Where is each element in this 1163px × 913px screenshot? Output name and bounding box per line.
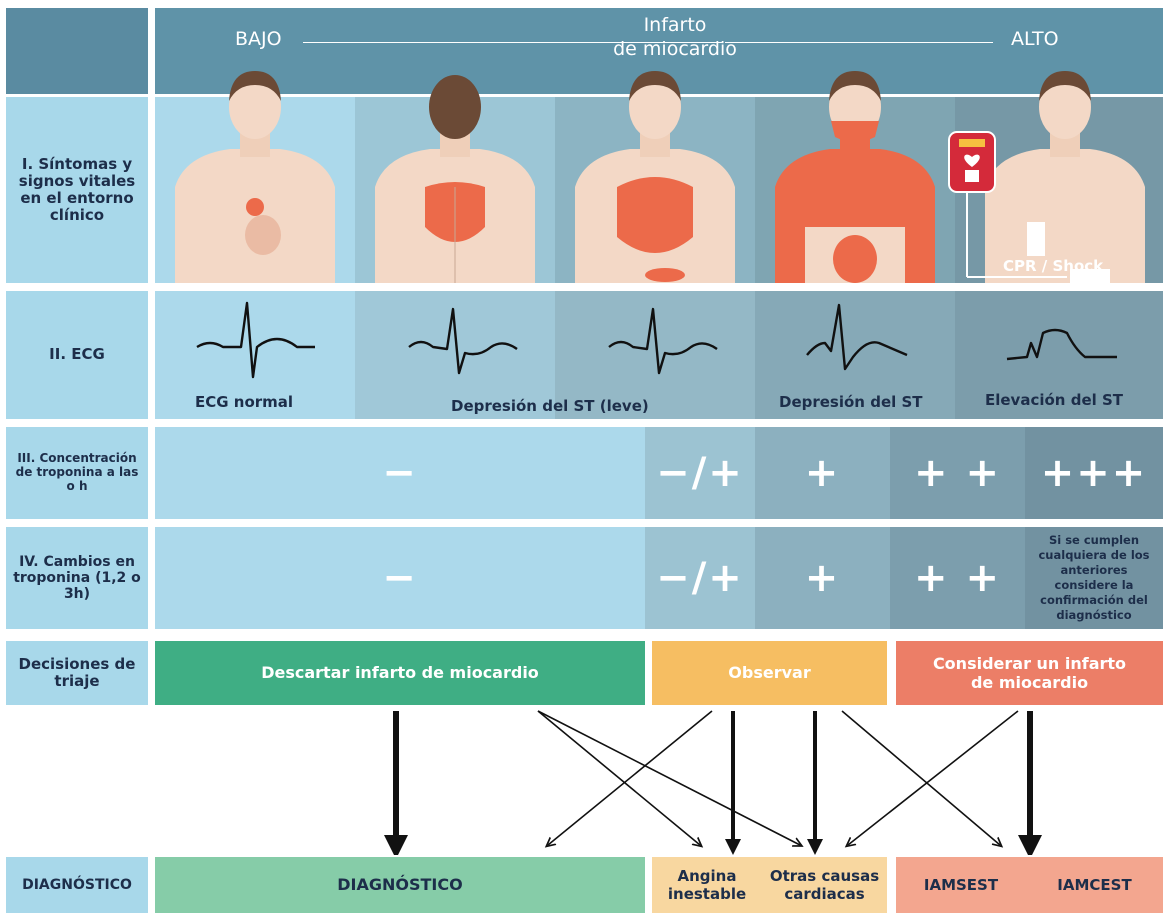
row-label-ecg: II. ECG <box>6 291 148 419</box>
diagnosis-unstable-angina: Angina inestable <box>652 857 762 913</box>
patient-defibrillator-icon <box>949 71 1145 283</box>
row-label-diagnosis: DIAGNÓSTICO <box>6 857 148 913</box>
diagnosis-stemi: IAMCEST <box>1026 857 1163 913</box>
patient-chest-pain-icon <box>175 71 335 283</box>
ecg-st-mild-trace-2 <box>609 309 717 373</box>
changes-note: Si se cumplen cualquiera de los anterior… <box>1025 527 1163 629</box>
patient-widespread-pain-icon <box>775 71 935 283</box>
changes-value-3: + <box>755 527 890 629</box>
changes-value-4: + + <box>890 527 1025 629</box>
diagnosis-other-causes: Otras causas cardiacas <box>762 857 887 913</box>
troponin-value-5: +++ <box>1025 427 1163 519</box>
triage-observe: Observar <box>652 641 887 705</box>
ecg-st-mild-label: Depresión del ST (leve) <box>451 397 649 415</box>
ecg-panel: ECG normal Depresión del ST (leve) Depre… <box>155 291 1163 419</box>
ecg-st-mild-trace <box>409 309 517 373</box>
patient-chest-arm-pain-icon <box>575 71 735 283</box>
row-label-changes: IV. Cambios en troponina (1,2 o 3h) <box>6 527 148 629</box>
header-title-line1: Infarto <box>615 14 735 36</box>
cpr-shock-label: CPR / Shock <box>1003 257 1103 275</box>
changes-value-1: − <box>155 527 645 629</box>
ecg-st-elevation-trace <box>1007 330 1117 359</box>
corner-cell <box>6 8 148 94</box>
row-label-triage: Decisiones de triaje <box>6 641 148 705</box>
ecg-normal-trace <box>197 303 315 377</box>
row-label-symptoms: I. Síntomas y signos vitales en el entor… <box>6 97 148 283</box>
row-label-troponin: III. Concentración de troponina a las o … <box>6 427 148 519</box>
changes-panel: − −/+ + + + Si se cumplen cualquiera de … <box>155 527 1163 629</box>
troponin-panel: − −/+ + + + +++ <box>155 427 1163 519</box>
patient-back-pain-icon <box>375 75 535 283</box>
symptoms-panel: CPR / Shock <box>155 97 1163 283</box>
changes-value-2: −/+ <box>645 527 755 629</box>
ecg-st-elevation-label: Elevación del ST <box>985 391 1123 409</box>
patient-figures <box>155 37 1163 283</box>
troponin-value-1: − <box>155 427 645 519</box>
diagnosis-nstemi: IAMSEST <box>896 857 1026 913</box>
triage-consider: Considerar un infarto de miocardio <box>896 641 1163 705</box>
ecg-st-depression-label: Depresión del ST <box>779 393 923 411</box>
diagnosis-main: DIAGNÓSTICO <box>155 857 645 913</box>
triage-rule-out: Descartar infarto de miocardio <box>155 641 645 705</box>
triage-arrows <box>0 705 1163 855</box>
troponin-value-4: + + <box>890 427 1025 519</box>
troponin-value-3: + <box>755 427 890 519</box>
ecg-normal-label: ECG normal <box>195 393 293 411</box>
troponin-value-2: −/+ <box>645 427 755 519</box>
ecg-st-depression-trace <box>807 305 907 369</box>
